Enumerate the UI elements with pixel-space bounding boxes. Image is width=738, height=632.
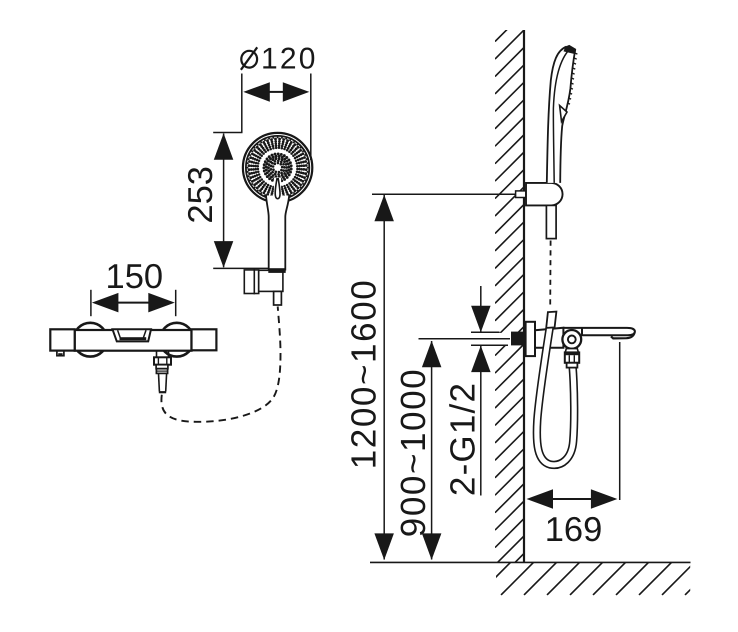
svg-text:1200~1600: 1200~1600 [345, 279, 384, 470]
svg-text:150: 150 [106, 258, 164, 296]
svg-text:900~1000: 900~1000 [394, 368, 433, 538]
svg-text:120: 120 [261, 43, 318, 76]
svg-text:253: 253 [182, 166, 220, 224]
svg-text:2-G1/2: 2-G1/2 [443, 382, 482, 496]
svg-text:169: 169 [545, 511, 603, 549]
